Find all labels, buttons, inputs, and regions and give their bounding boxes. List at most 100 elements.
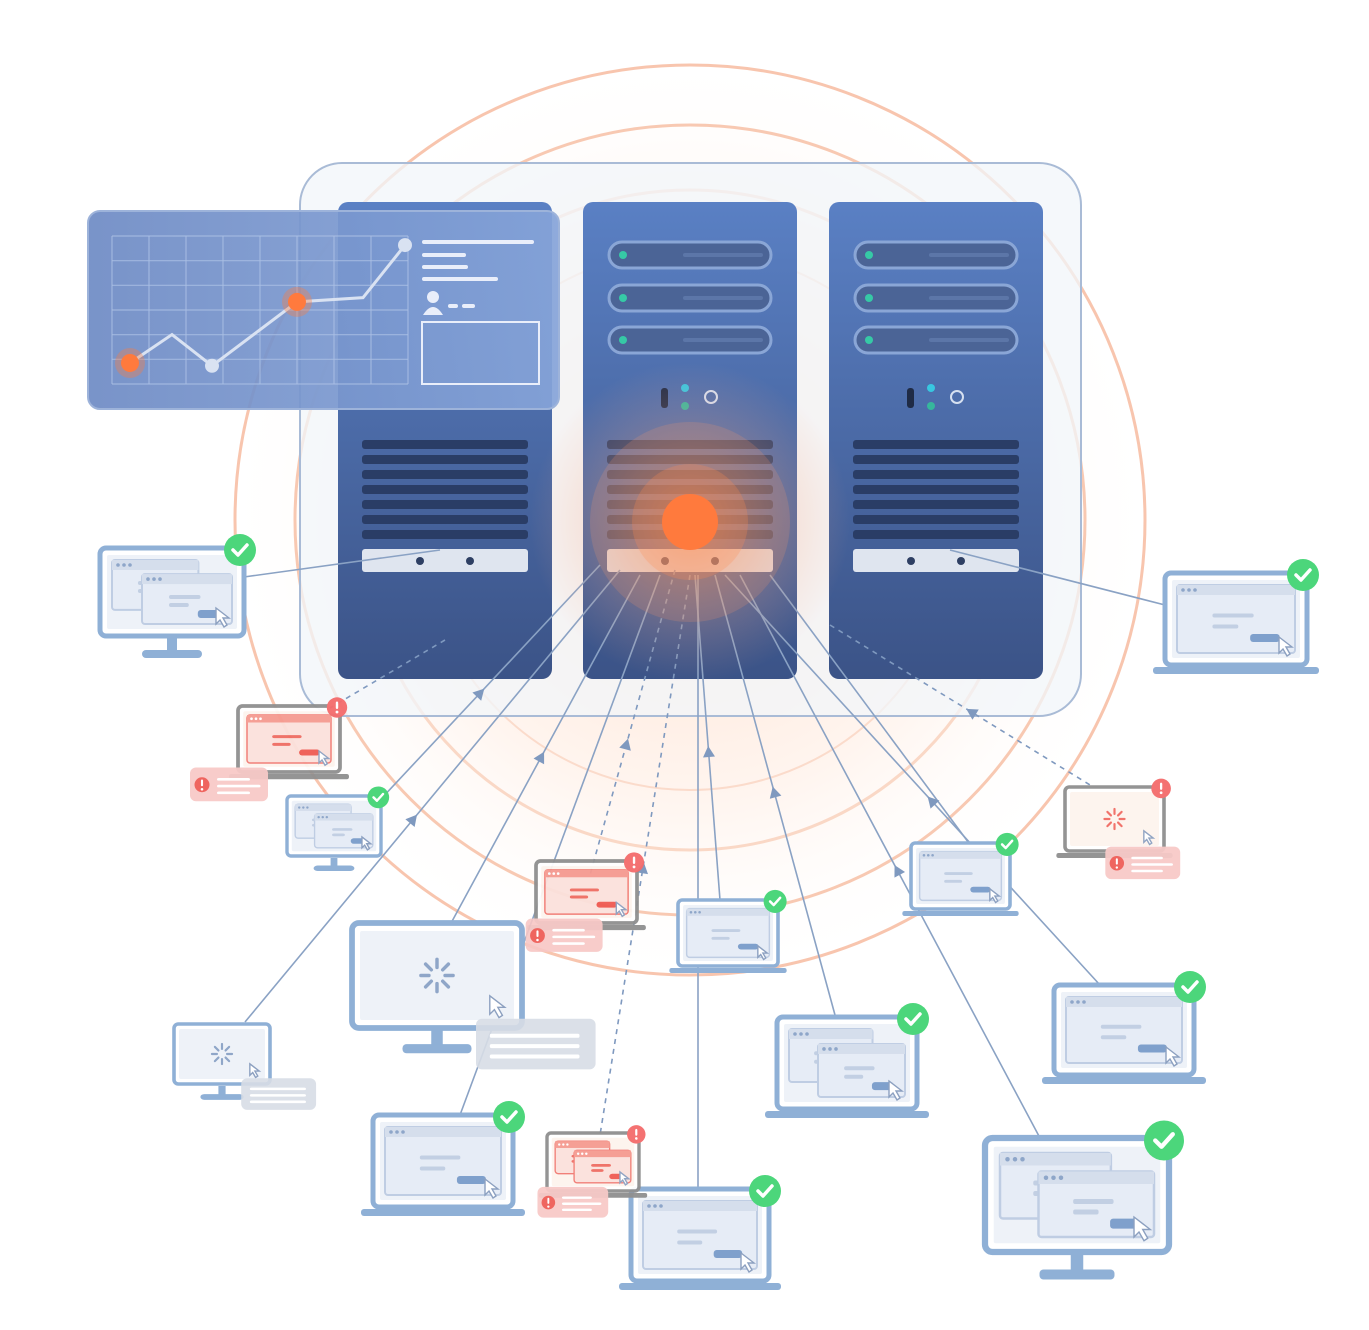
window-text-line: [944, 872, 973, 875]
client-laptop-ok[interactable]: [1042, 971, 1206, 1084]
monitor-stand: [402, 1044, 472, 1054]
window-dot: [581, 1152, 584, 1155]
client-laptop-ok[interactable]: [765, 1003, 929, 1118]
window-dot: [689, 910, 693, 914]
user-icon: [423, 291, 443, 315]
tooltip-line: [217, 778, 250, 781]
drive-label: [683, 296, 763, 300]
client-laptop-error[interactable]: [525, 852, 646, 952]
vent-slot: [362, 500, 528, 509]
tooltip-line: [552, 928, 585, 932]
slot-screw: [466, 557, 474, 565]
vent-slot: [853, 470, 1019, 479]
tooltip-line: [552, 935, 596, 939]
window-text-line: [169, 595, 201, 600]
exclamation-bar: [1159, 782, 1163, 790]
window-text-line: [332, 828, 353, 831]
client-laptop-ok[interactable]: [361, 1101, 525, 1216]
window-text-line: [711, 929, 741, 932]
laptop-base: [619, 1283, 781, 1290]
window-dot: [576, 1152, 580, 1155]
window-dot: [1076, 1000, 1080, 1004]
spinner-tick: [224, 1056, 231, 1063]
tooltip-line: [561, 1202, 602, 1205]
check-mark: [756, 1184, 774, 1198]
window-dot: [647, 1204, 651, 1208]
laptop-base: [1042, 1077, 1206, 1084]
window-dot: [922, 853, 926, 857]
client-laptop-ok[interactable]: [619, 1175, 781, 1290]
alert-dot: [1115, 866, 1119, 869]
client-desktop-ok[interactable]: [97, 534, 256, 658]
tooltip-line: [1131, 863, 1173, 866]
flow-arrow: [703, 746, 715, 758]
drive-slot: [853, 549, 1019, 572]
client-devices: [97, 534, 1319, 1290]
cursor-icon: [361, 835, 373, 851]
alert-bar: [1115, 858, 1118, 865]
client-laptop-ok[interactable]: [669, 889, 787, 974]
client-desktop-loading[interactable]: [349, 920, 596, 1070]
flow-arrow: [472, 688, 485, 701]
window-titlebar: [295, 804, 352, 811]
client-laptop-error[interactable]: [1056, 778, 1181, 880]
laptop-base: [1153, 667, 1319, 674]
check-mark: [500, 1110, 518, 1124]
status-led: [619, 294, 627, 302]
client-laptop-ok[interactable]: [1153, 559, 1319, 674]
client-desktop-ok[interactable]: [285, 786, 390, 871]
window-dot: [805, 1032, 809, 1036]
analytics-dashboard-panel[interactable]: [87, 210, 560, 410]
drive-label: [683, 338, 763, 342]
check-badge-icon: [493, 1101, 525, 1133]
error-tooltip: [1105, 846, 1181, 880]
client-laptop-error[interactable]: [537, 1125, 648, 1218]
window-dot: [259, 717, 262, 721]
app-window: [384, 1126, 502, 1196]
connection-line: [244, 569, 621, 1023]
server-right[interactable]: [829, 202, 1043, 679]
window-dot: [302, 806, 305, 809]
tooltip-line: [249, 1087, 306, 1091]
window-titlebar: [686, 908, 770, 916]
loading-tooltip: [476, 1018, 596, 1070]
client-laptop-error[interactable]: [190, 697, 349, 802]
window-dot: [1020, 1157, 1025, 1162]
spinner-tick: [423, 962, 434, 972]
window-button: [456, 1175, 486, 1184]
client-desktop-loading[interactable]: [172, 1022, 317, 1110]
chart-point: [398, 238, 412, 253]
error-tooltip: [525, 918, 603, 952]
exclamation-dot: [634, 1137, 638, 1140]
client-laptop-ok[interactable]: [902, 832, 1019, 917]
device-screen: [1070, 792, 1159, 846]
window-titlebar: [1038, 1171, 1154, 1184]
info-line: [422, 277, 498, 281]
vent-slot: [853, 500, 1019, 509]
check-badge-icon: [897, 1003, 929, 1035]
client-desktop-ok[interactable]: [981, 1120, 1184, 1280]
chart-point-highlight: [288, 292, 306, 311]
exclamation-bar: [635, 1128, 638, 1136]
vent-slot: [853, 485, 1019, 494]
window-text-line: [677, 1240, 703, 1245]
window-text-line: [844, 1074, 864, 1079]
window-titlebar: [112, 560, 199, 570]
window-text-line: [569, 888, 599, 892]
check-badge-icon: [749, 1175, 781, 1207]
cursor-icon: [615, 900, 628, 918]
check-badge-icon: [995, 832, 1019, 856]
exclamation-badge-icon: [326, 697, 348, 718]
tooltip-line: [217, 791, 250, 795]
window-dot: [931, 853, 934, 857]
window-dot: [834, 1047, 838, 1051]
exclamation-bar: [335, 701, 339, 709]
exclamation-badge-icon: [623, 852, 645, 873]
spinner-tick: [423, 979, 434, 989]
window-dot: [558, 1143, 561, 1146]
dashboard-line-chart: [115, 238, 412, 378]
connection-line: [949, 549, 1166, 606]
status-led: [865, 294, 873, 302]
